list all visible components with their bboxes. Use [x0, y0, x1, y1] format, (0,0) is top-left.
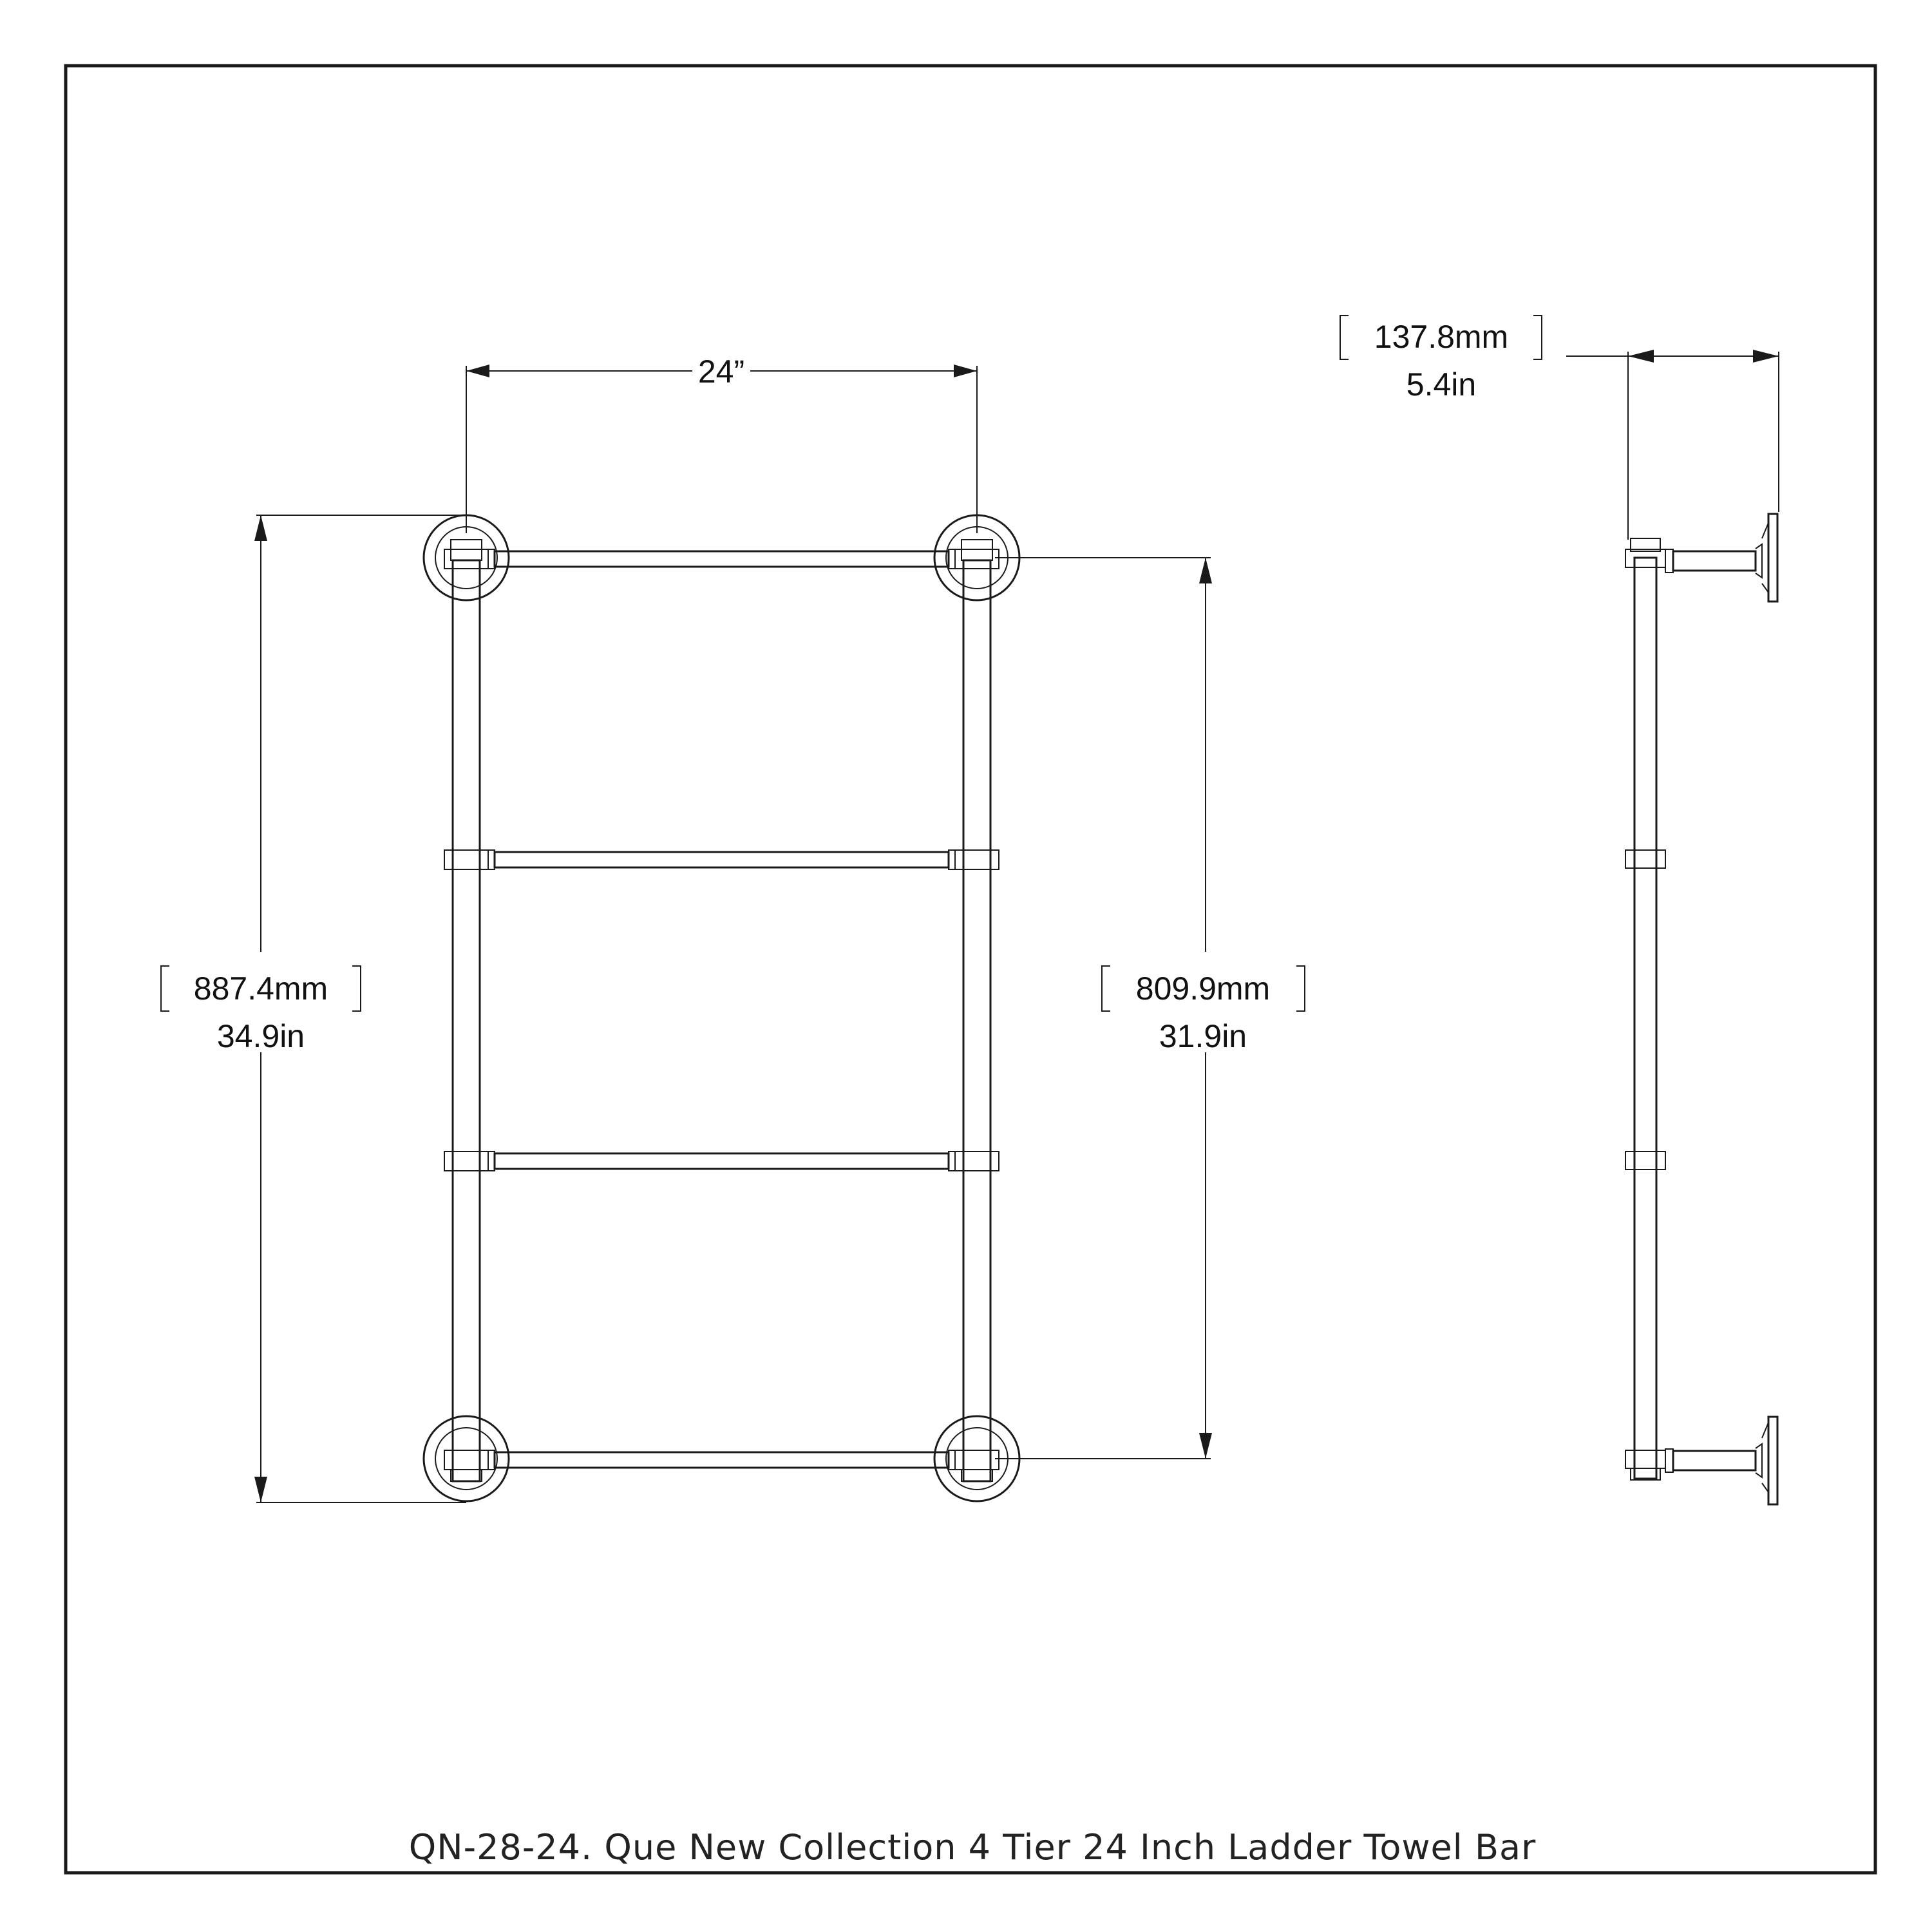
wall-flange-bottom-left — [422, 1415, 510, 1502]
right-post — [962, 559, 992, 1482]
towel-bar-tier-2 — [444, 849, 999, 870]
right-post-foot — [961, 1469, 993, 1482]
dimension-bar-spacing: 809.9mm 31.9in — [995, 557, 1305, 1459]
towel-bar-tier-4 — [444, 1450, 999, 1470]
side-bracket-bottom — [1665, 1416, 1779, 1506]
towel-bar-tier-3 — [444, 1151, 999, 1171]
left-post — [451, 559, 481, 1482]
side-bracket-top — [1665, 513, 1779, 603]
drawing-border — [64, 64, 1877, 1875]
dimension-overall-height: 887.4mm 34.9in — [160, 515, 466, 1503]
side-collar-tier-2 — [1625, 849, 1666, 869]
front-view — [422, 514, 1021, 1502]
side-collar-tier-3 — [1625, 1151, 1666, 1170]
side-view — [1625, 513, 1779, 1506]
dimension-overall-height-mm: 887.4mm — [194, 971, 328, 1007]
dimension-bar-spacing-mm: 809.9mm — [1136, 971, 1270, 1007]
dimension-projection-in: 5.4in — [1406, 366, 1476, 402]
towel-bar-tier-1 — [444, 549, 999, 569]
drawing-title: QN-28-24. Que New Collection 4 Tier 24 I… — [409, 1827, 1537, 1868]
dimension-width-label: 24” — [698, 354, 744, 390]
left-post-foot — [450, 1469, 482, 1482]
dimension-projection: 137.8mm 5.4in — [1340, 315, 1779, 540]
dimension-bar-spacing-in: 31.9in — [1159, 1018, 1247, 1054]
dimension-width: 24” — [466, 354, 978, 533]
dimension-projection-mm: 137.8mm — [1374, 319, 1508, 355]
dimension-overall-height-in: 34.9in — [217, 1018, 305, 1054]
side-post — [1633, 556, 1658, 1480]
side-collar-tier-4 — [1625, 1450, 1666, 1469]
